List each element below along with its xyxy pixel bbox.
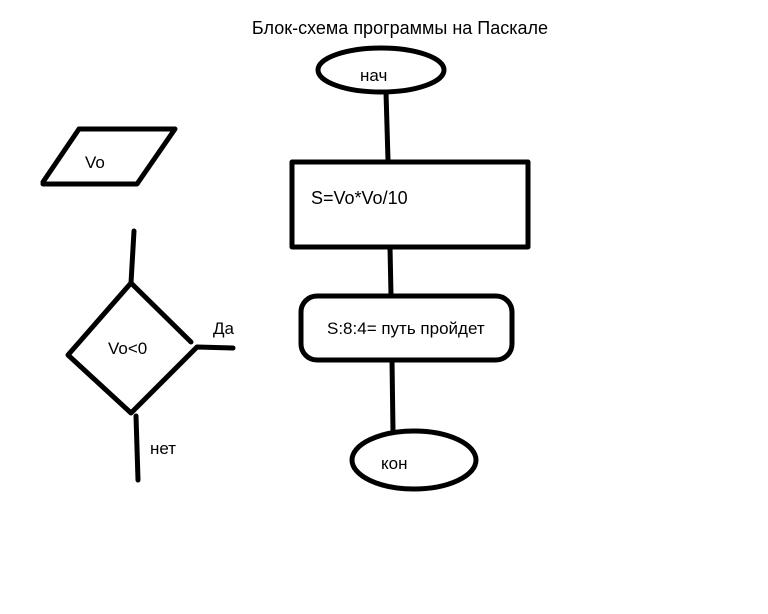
- input-label: Vo: [85, 153, 105, 172]
- output-block: [298, 293, 515, 363]
- connector-process-output: [387, 244, 394, 298]
- diagram-title: Блок-схема программы на Паскале: [252, 18, 548, 38]
- condition-label: Vo<0: [108, 339, 147, 358]
- end-label: кон: [381, 454, 407, 473]
- yes-label: Да: [213, 319, 235, 338]
- condition-diamond: [65, 280, 236, 416]
- end-terminal: [349, 428, 479, 492]
- no-label: нет: [150, 439, 176, 458]
- connector-output-end: [389, 357, 396, 434]
- input-parallelogram: [40, 126, 178, 187]
- connector-into-condition: [128, 228, 137, 286]
- process-block: [289, 159, 531, 250]
- start-label: нач: [360, 66, 387, 85]
- connector-no-branch: [133, 413, 141, 483]
- process-label: S=Vo*Vo/10: [311, 188, 408, 208]
- connector-start-process: [383, 89, 391, 163]
- start-terminal: [315, 45, 447, 95]
- output-label: S:8:4= путь пройдет: [327, 319, 485, 338]
- input-parallelogram-left: [40, 126, 82, 185]
